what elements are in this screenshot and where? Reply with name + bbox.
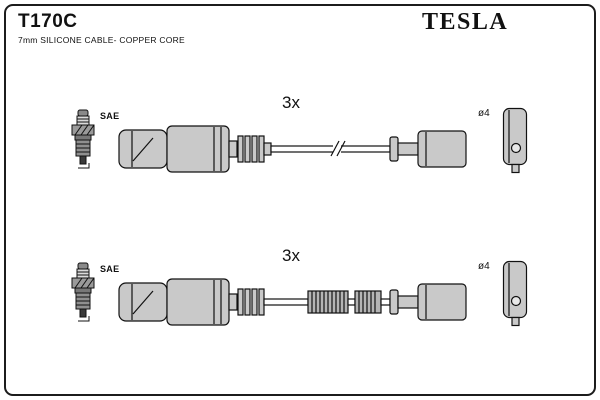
cable-assembly-icon <box>118 125 467 173</box>
quantity-label: 3x <box>282 246 300 265</box>
terminal-icon <box>502 107 528 174</box>
diameter-label: ø4 <box>478 108 490 119</box>
brand-logo: TESLA <box>422 9 509 35</box>
cable-assembly-icon <box>118 278 467 326</box>
frame-border: T170C 7mm SILICONE CABLE- COPPER CORE TE… <box>4 4 596 396</box>
cable-row-2: SAE 3x <box>6 246 594 348</box>
part-number: T170C <box>18 11 78 32</box>
sae-label: SAE <box>100 111 120 121</box>
spark-plug-icon <box>71 109 95 169</box>
spark-plug-icon <box>71 262 95 322</box>
terminal-icon <box>502 260 528 327</box>
cable-row-1: SAE 3x <box>6 93 594 195</box>
quantity-label: 3x <box>282 93 300 112</box>
subtitle: 7mm SILICONE CABLE- COPPER CORE <box>18 35 185 45</box>
diameter-label: ø4 <box>478 261 490 272</box>
sae-label: SAE <box>100 264 120 274</box>
